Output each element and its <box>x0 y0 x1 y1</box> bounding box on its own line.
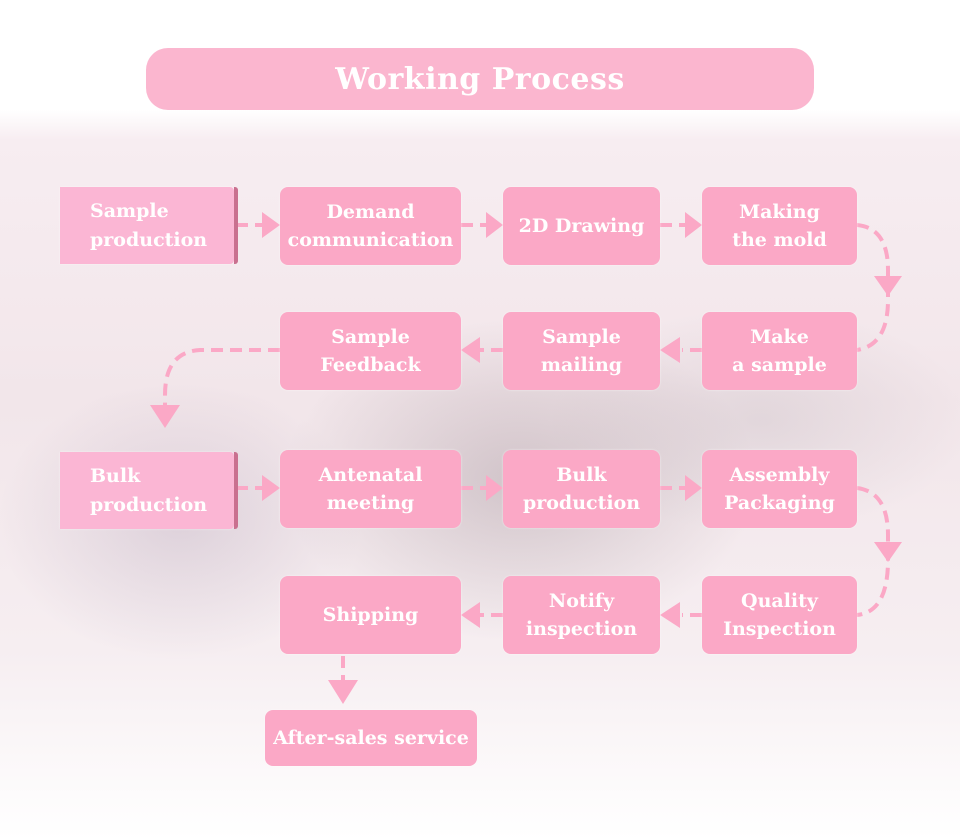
step-make-a-sample: Make a sample <box>702 312 857 390</box>
arrowhead-5 <box>660 337 680 363</box>
step-quality-inspection: Quality Inspection <box>702 576 857 654</box>
step-label: Make a sample <box>732 325 827 377</box>
arrowhead-4 <box>874 276 902 296</box>
arrowhead-1 <box>262 212 280 238</box>
arrowhead-10 <box>685 475 702 501</box>
step-making-the-mold: Making the mold <box>702 187 857 265</box>
step-antenatal-meeting: Antenatal meeting <box>280 450 461 528</box>
arrowhead-14 <box>328 680 358 704</box>
arrowhead-2 <box>486 212 503 238</box>
arrowhead-13 <box>461 602 480 628</box>
arrowhead-12 <box>660 602 680 628</box>
step-sample-production: Sample production <box>60 187 238 264</box>
step-label: Quality Inspection <box>723 589 836 641</box>
step-label: Antenatal meeting <box>318 463 423 515</box>
step-demand-communication: Demand communication <box>280 187 461 265</box>
step-notify-inspection: Notify inspection <box>503 576 660 654</box>
arrow-7-8 <box>163 348 280 410</box>
step-label: Shipping <box>322 603 419 626</box>
arrowhead-9 <box>486 475 503 501</box>
step-label: Bulk production <box>522 463 641 515</box>
arrowhead-6 <box>461 337 480 363</box>
step-label: Assembly Packaging <box>724 463 835 515</box>
step-label: Sample Feedback <box>320 325 421 377</box>
step-label: Notify inspection <box>525 589 638 641</box>
page-title: Working Process <box>146 48 814 110</box>
step-bulk-production: Bulk production <box>503 450 660 528</box>
page-title-text: Working Process <box>335 61 625 97</box>
step-label: After-sales service <box>273 726 469 749</box>
step-sample-mailing: Sample mailing <box>503 312 660 390</box>
step-label: 2D Drawing <box>518 214 645 237</box>
step-sample-feedback: Sample Feedback <box>280 312 461 390</box>
step-bulk-production-start: Bulk production <box>60 452 238 529</box>
arrow-11-12 <box>856 486 890 617</box>
step-label: Demand communication <box>287 200 454 252</box>
step-label: Bulk production <box>90 465 208 516</box>
arrowhead-3 <box>685 212 702 238</box>
step-shipping: Shipping <box>280 576 461 654</box>
step-label: Sample production <box>90 200 208 251</box>
step-after-sales-service: After-sales service <box>265 710 477 766</box>
step-assembly-packaging: Assembly Packaging <box>702 450 857 528</box>
step-label: Sample mailing <box>540 325 623 377</box>
step-2d-drawing: 2D Drawing <box>503 187 660 265</box>
step-label: Making the mold <box>732 200 827 252</box>
arrowhead-11 <box>874 542 902 562</box>
arrowhead-8 <box>262 475 280 501</box>
arrowhead-7 <box>150 405 180 428</box>
